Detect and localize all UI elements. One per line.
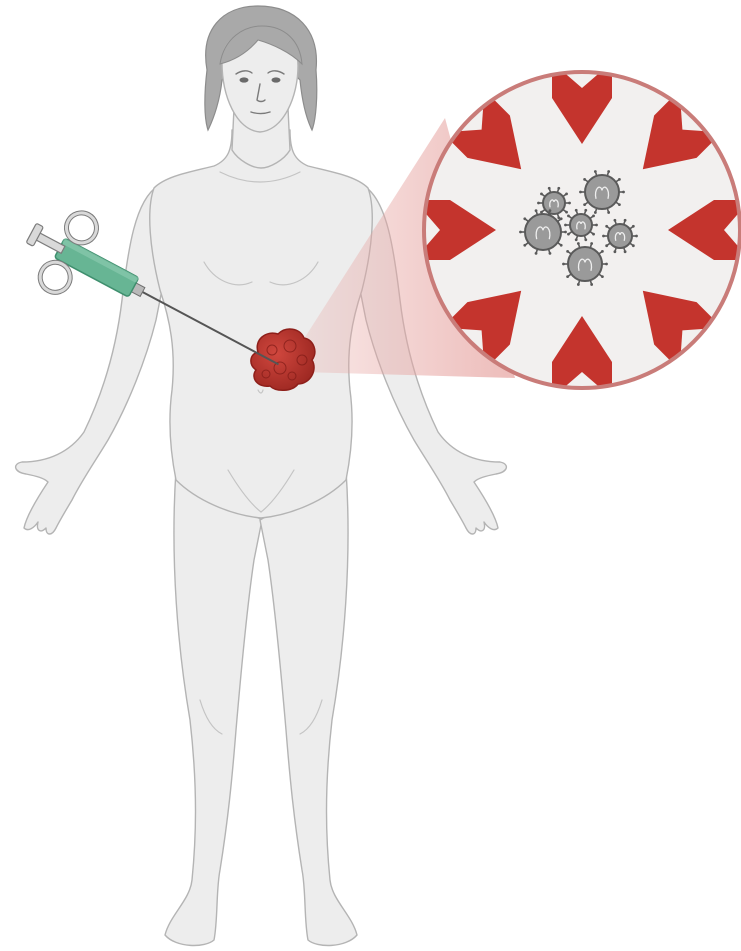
tumor-mass <box>251 329 315 390</box>
left-leg <box>165 470 262 945</box>
right-leg <box>260 470 357 945</box>
